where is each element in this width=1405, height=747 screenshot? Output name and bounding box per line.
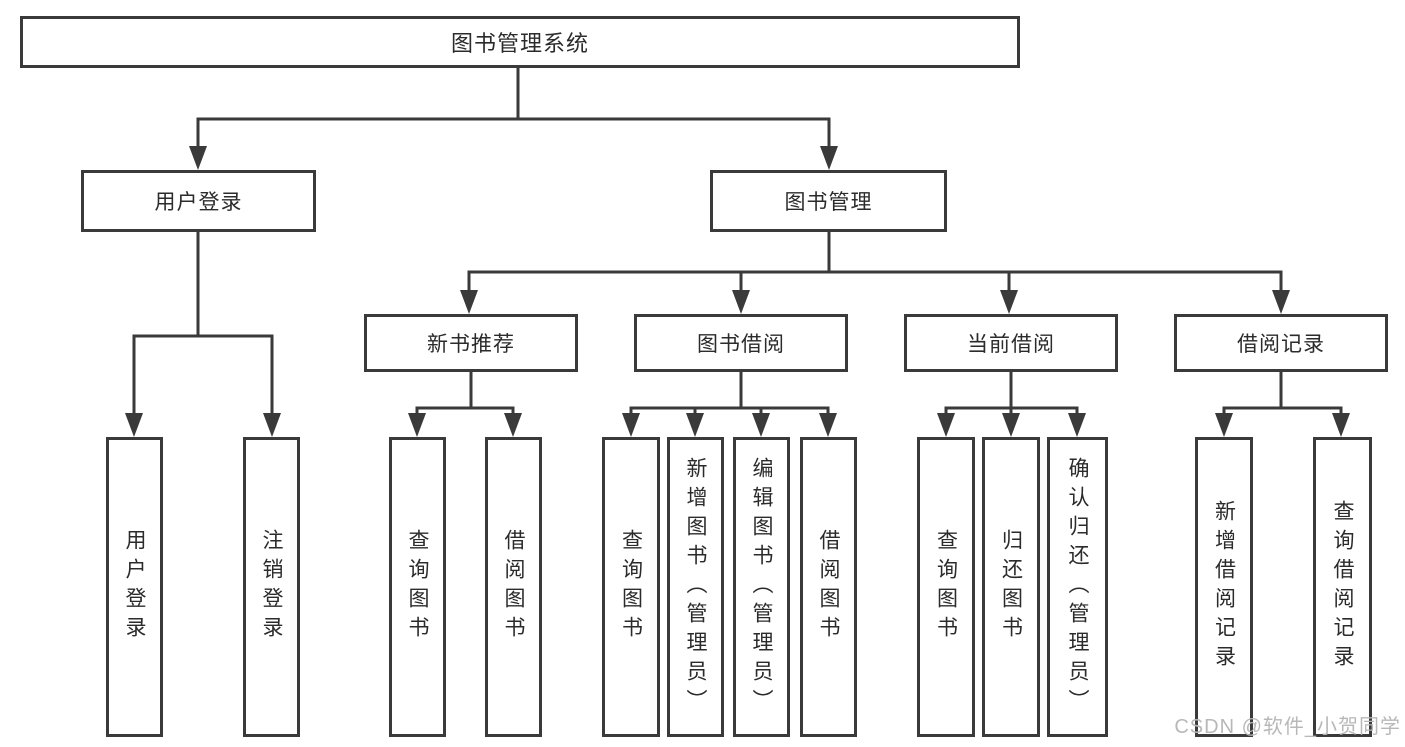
node-borrow-records-label: 借阅记录 (1237, 333, 1325, 356)
leaf-borrow-books-recommend-label: 借阅图书 (502, 529, 525, 645)
node-root: 图书管理系统 (20, 16, 1020, 68)
leaf-user-login: 用户登录 (106, 437, 163, 737)
csdn-watermark: CSDN @软件_小贺同学 (1174, 716, 1401, 738)
connector-new-book-children (408, 370, 522, 437)
leaf-logout-label: 注销登录 (260, 529, 283, 645)
leaf-confirm-return-admin: 确认归还（管理员） (1047, 437, 1108, 737)
leaf-borrow-books-recommend: 借阅图书 (485, 437, 542, 737)
leaf-query-books-recommend-label: 查询图书 (406, 529, 429, 645)
connector-root-to-level2 (189, 66, 838, 170)
leaf-return-books-label: 归还图书 (999, 529, 1023, 645)
connector-book-management-children (460, 230, 1290, 314)
leaf-logout: 注销登录 (243, 437, 300, 737)
node-book-management-label: 图书管理 (784, 191, 873, 214)
leaf-user-login-label: 用户登录 (123, 529, 146, 645)
leaf-edit-book-admin: 编辑图书（管理员） (733, 437, 790, 737)
connector-user-login-children (125, 230, 281, 437)
leaf-query-borrow-record-label: 查询借阅记录 (1331, 500, 1354, 674)
leaf-query-books-recommend: 查询图书 (389, 437, 446, 737)
leaf-confirm-return-admin-label: 确认归还（管理员） (1066, 456, 1089, 718)
node-root-label: 图书管理系统 (450, 31, 589, 56)
node-book-borrowing-label: 图书借阅 (697, 333, 785, 356)
leaf-query-books-borrowing-label: 查询图书 (619, 529, 643, 645)
leaf-query-books-borrowing: 查询图书 (602, 437, 660, 737)
leaf-query-books-current-label: 查询图书 (934, 529, 958, 645)
leaf-query-borrow-record: 查询借阅记录 (1313, 437, 1372, 737)
node-current-borrowing-label: 当前借阅 (967, 333, 1055, 356)
leaf-add-borrow-record-label: 新增借阅记录 (1212, 500, 1236, 674)
leaf-borrow-books-borrowing-label: 借阅图书 (817, 529, 840, 645)
leaf-query-books-current: 查询图书 (917, 437, 975, 737)
leaf-edit-book-admin-label: 编辑图书（管理员） (750, 456, 773, 718)
node-book-management: 图书管理 (710, 170, 947, 232)
leaf-add-book-admin: 新增图书（管理员） (667, 437, 724, 737)
node-new-book-recommend: 新书推荐 (364, 314, 578, 372)
leaf-add-borrow-record: 新增借阅记录 (1195, 437, 1253, 737)
node-current-borrowing: 当前借阅 (904, 314, 1118, 372)
node-borrow-records: 借阅记录 (1174, 314, 1388, 372)
leaf-borrow-books-borrowing: 借阅图书 (800, 437, 857, 737)
connector-borrow-records-children (1215, 370, 1350, 437)
node-book-borrowing: 图书借阅 (634, 314, 848, 372)
leaf-return-books: 归还图书 (982, 437, 1040, 737)
connector-current-borrowing-children (937, 370, 1086, 437)
node-user-login-label: 用户登录 (154, 191, 243, 214)
node-new-book-recommend-label: 新书推荐 (427, 333, 515, 356)
node-user-login: 用户登录 (81, 170, 316, 232)
leaf-add-book-admin-label: 新增图书（管理员） (684, 456, 707, 718)
connector-book-borrowing-children (622, 370, 837, 437)
